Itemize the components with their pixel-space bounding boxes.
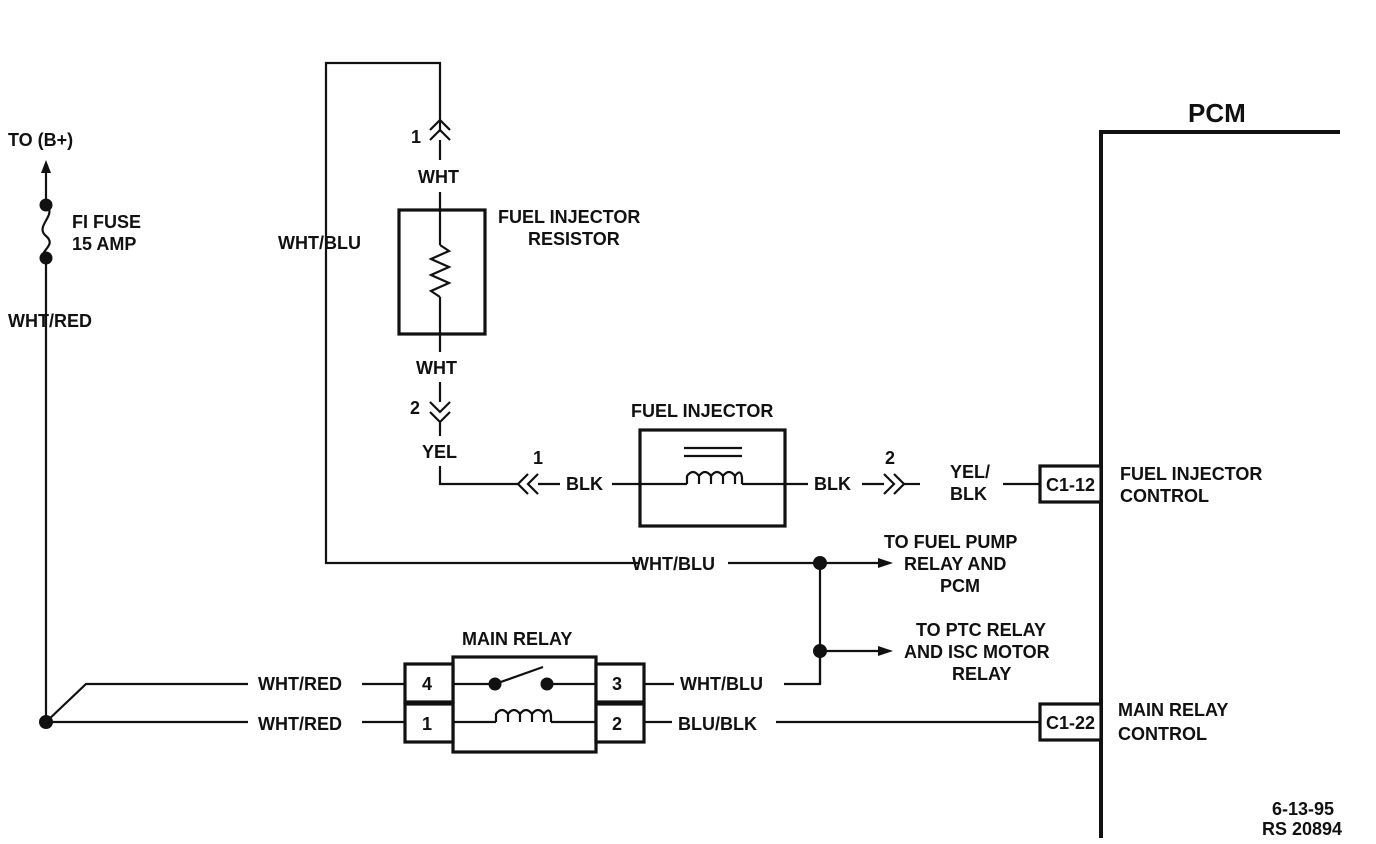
ptc-label-2: AND ISC MOTOR <box>904 642 1050 662</box>
fuel-injector-resistor: 1 WHT FUEL INJECTOR RESISTOR WHT 2 YEL <box>397 110 640 486</box>
fuse-label-1: FI FUSE <box>72 212 141 232</box>
blk-right-label: BLK <box>814 474 851 494</box>
fuel-pump-label-3: PCM <box>940 576 980 596</box>
wht-red-vertical-label: WHT/RED <box>8 311 92 331</box>
resistor-pin-1: 1 <box>411 127 421 147</box>
wht-bottom-label: WHT <box>416 358 457 378</box>
c1-12-label: C1-12 <box>1046 475 1095 495</box>
main-relay: MAIN RELAY 4 1 3 2 <box>403 629 646 754</box>
main-relay-title: MAIN RELAY <box>462 629 572 649</box>
wht-blu-loop: WHT/BLU WHT/BLU <box>278 61 893 686</box>
fuse-label-2: 15 AMP <box>72 234 136 254</box>
pcm-housing: PCM <box>1099 98 1340 838</box>
wht-red-lower-label: WHT/RED <box>258 714 342 734</box>
ptc-label-3: RELAY <box>952 664 1011 684</box>
fuel-pump-label-2: RELAY AND <box>904 554 1006 574</box>
wht-top-label: WHT <box>418 167 459 187</box>
connector-down-icon <box>429 401 451 414</box>
solenoid-coil-icon <box>685 470 744 484</box>
relay-pin-3: 3 <box>612 674 622 694</box>
footer-ref: RS 20894 <box>1262 819 1342 839</box>
connector-right-icon <box>883 473 896 495</box>
pcm-labels: FUEL INJECTOR CONTROL MAIN RELAY CONTROL <box>1118 464 1262 744</box>
yel-label: YEL <box>422 442 457 462</box>
injector-control-label-2: CONTROL <box>1120 486 1209 506</box>
resistor-icon <box>428 244 452 298</box>
relay-control-label-1: MAIN RELAY <box>1118 700 1228 720</box>
connector-left-icon <box>516 473 529 495</box>
relay-switch-icon <box>494 665 544 686</box>
relay-pin-2: 2 <box>612 714 622 734</box>
ptc-label-1: TO PTC RELAY <box>916 620 1046 640</box>
wht-blu-mid-label: WHT/BLU <box>632 554 715 574</box>
arrow-right-icon <box>878 558 893 568</box>
blu-blk-label: BLU/BLK <box>678 714 757 734</box>
footer-date: 6-13-95 <box>1272 799 1334 819</box>
to-b-plus-label: TO (B+) <box>8 130 73 150</box>
relay-control-label-2: CONTROL <box>1118 724 1207 744</box>
resistor-label-1: FUEL INJECTOR <box>498 207 640 227</box>
fuel-injector-circuit: 1 BLK FUEL INJECTOR BLK 2 YEL/ BLK C1-12 <box>516 401 1103 528</box>
yel-blk-label-2: BLK <box>950 484 987 504</box>
wht-red-upper-label: WHT/RED <box>258 674 342 694</box>
yel-blk-label-1: YEL/ <box>950 462 990 482</box>
footer: 6-13-95 RS 20894 <box>1262 799 1342 839</box>
injector-control-label-1: FUEL INJECTOR <box>1120 464 1262 484</box>
blk-left-label: BLK <box>566 474 603 494</box>
wht-blu-relay-label: WHT/BLU <box>680 674 763 694</box>
relay-pin-4: 4 <box>422 674 432 694</box>
resistor-label-2: RESISTOR <box>528 229 620 249</box>
arrow-right-icon <box>878 646 893 656</box>
fuse-icon <box>41 204 51 259</box>
fuel-pump-label-1: TO FUEL PUMP <box>884 532 1017 552</box>
injector-pin-2: 2 <box>885 448 895 468</box>
c1-22-label: C1-22 <box>1046 713 1095 733</box>
relay-coil-icon <box>494 708 553 722</box>
resistor-pin-2: 2 <box>410 398 420 418</box>
pcm-title: PCM <box>1188 98 1246 128</box>
arrow-up-icon <box>41 160 51 173</box>
destination-labels: TO FUEL PUMP RELAY AND PCM TO PTC RELAY … <box>884 532 1050 684</box>
wht-blu-left-label: WHT/BLU <box>278 233 361 253</box>
power-feed: TO (B+) FI FUSE 15 AMP WHT/RED <box>8 130 141 729</box>
relay-wiring: WHT/RED WHT/RED WHT/BLU BLU/BLK C1-22 <box>45 674 1103 742</box>
fuel-injector-title: FUEL INJECTOR <box>631 401 773 421</box>
relay-pin-1: 1 <box>422 714 432 734</box>
injector-pin-1: 1 <box>533 448 543 468</box>
